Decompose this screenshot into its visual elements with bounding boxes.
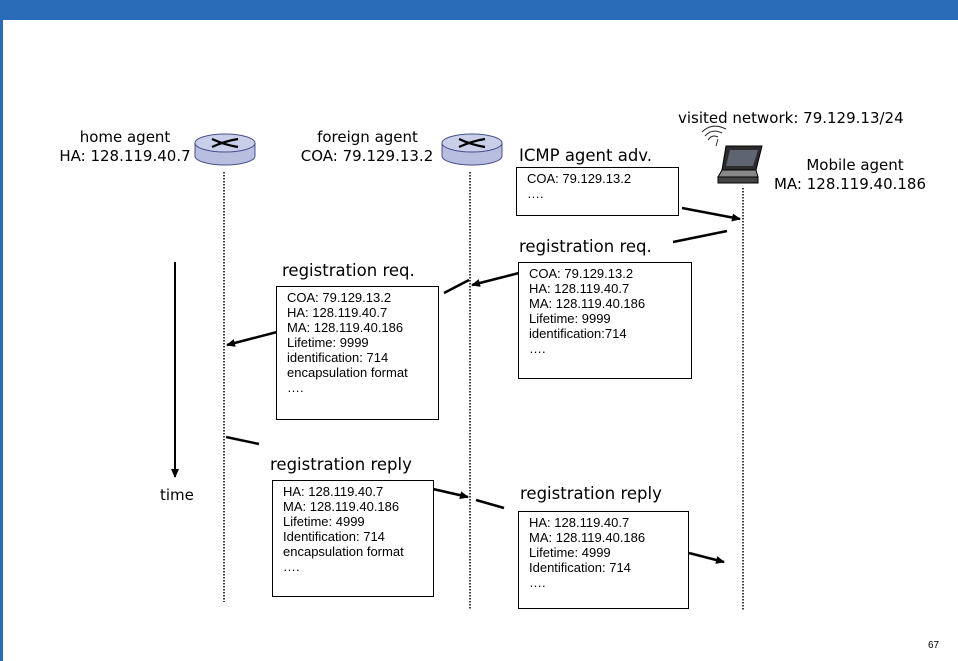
box-line: Identification: 714: [283, 529, 385, 544]
reg-req-mobile-box: COA: 79.129.13.2 HA: 128.119.40.7 MA: 12…: [518, 262, 692, 379]
box-line: Lifetime: 4999: [529, 545, 611, 560]
box-line: ….: [287, 380, 304, 395]
reg-reply-foreign-box: HA: 128.119.40.7 MA: 128.119.40.186 Life…: [518, 511, 689, 609]
home-agent-label: home agent: [79, 128, 171, 146]
mobile-agent-label: Mobile agent: [806, 156, 904, 174]
box-line: Identification: 714: [529, 560, 631, 575]
reg-req-foreign-arrow-seg1: [443, 278, 470, 295]
reg-req-mobile-title: registration req.: [519, 237, 652, 256]
page-number: 67: [928, 640, 940, 651]
box-line: MA: 128.119.40.186: [529, 296, 646, 311]
reg-req-foreign-arrow-seg2: [226, 330, 278, 347]
reg-reply-home-title: registration reply: [270, 455, 412, 474]
reg-reply-foreign-arrow-seg2: [688, 551, 725, 564]
box-line: HA: 128.119.40.7: [529, 515, 630, 530]
reg-req-foreign-title: registration req.: [282, 261, 415, 280]
mobile-agent-laptop-icon: [701, 125, 763, 184]
box-line: ….: [529, 341, 546, 356]
title-bar: [0, 0, 958, 20]
foreign-agent-address: COA: 79.129.13.2: [300, 147, 434, 165]
reg-reply-foreign-arrow-seg1: [475, 498, 505, 510]
box-line: COA: 79.129.13.2: [287, 290, 392, 305]
time-label: time: [160, 486, 194, 504]
box-line: HA: 128.119.40.7: [287, 305, 388, 320]
box-line: encapsulation format: [287, 365, 408, 380]
box-line: MA: 128.119.40.186: [283, 499, 400, 514]
reg-reply-foreign-title: registration reply: [520, 484, 662, 503]
reg-req-mobile-arrow-seg1: [672, 229, 728, 244]
box-line: Lifetime: 9999: [529, 311, 611, 326]
reg-req-mobile-arrow-seg2: [471, 271, 520, 287]
foreign-agent-router-icon: [441, 133, 503, 166]
box-line: Lifetime: 4999: [283, 514, 365, 529]
home-agent-address: HA: 128.119.40.7: [59, 147, 191, 165]
box-line: encapsulation format: [283, 544, 404, 559]
box-line: Lifetime: 9999: [287, 335, 369, 350]
box-line: identification: 714: [287, 350, 389, 365]
icmp-adv-box: COA: 79.129.13.2 ….: [516, 167, 679, 216]
box-line: HA: 128.119.40.7: [283, 484, 384, 499]
box-line: ….: [529, 575, 546, 590]
box-line: ….: [283, 559, 300, 574]
icmp-adv-arrow: [681, 206, 741, 222]
box-line: MA: 128.119.40.186: [529, 530, 646, 545]
box-line: HA: 128.119.40.7: [529, 281, 630, 296]
visited-network-label: visited network: 79.129.13/24: [678, 109, 904, 127]
left-border: [0, 20, 3, 661]
mobile-agent-address: MA: 128.119.40.186: [773, 175, 927, 193]
box-line: COA: 79.129.13.2: [529, 266, 634, 281]
box-line: MA: 128.119.40.186: [287, 320, 404, 335]
reg-req-foreign-box: COA: 79.129.13.2 HA: 128.119.40.7 MA: 12…: [276, 286, 439, 420]
box-line: COA: 79.129.13.2: [527, 171, 632, 186]
reg-reply-home-arrow-seg1: [225, 435, 260, 446]
box-line: ….: [527, 186, 544, 201]
reg-reply-home-box: HA: 128.119.40.7 MA: 128.119.40.186 Life…: [272, 480, 434, 597]
foreign-agent-label: foreign agent: [317, 128, 418, 146]
icmp-adv-title: ICMP agent adv.: [519, 146, 653, 165]
home-agent-router-icon: [194, 133, 256, 166]
reg-reply-home-arrow-seg2: [432, 487, 469, 500]
box-line: identification:714: [529, 326, 627, 341]
